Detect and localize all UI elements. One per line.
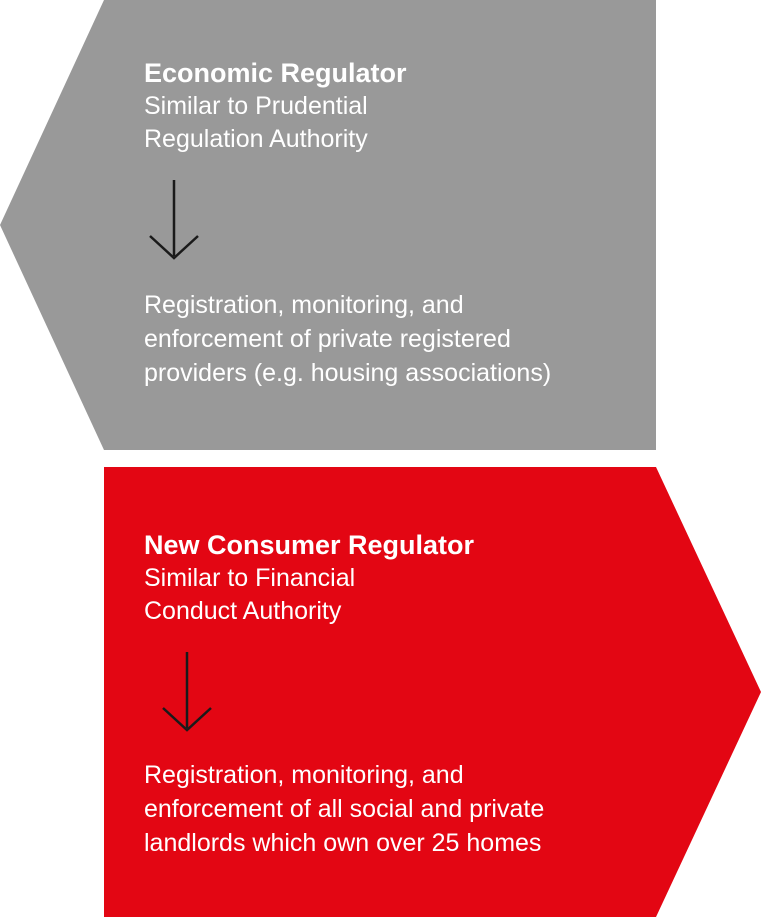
consumer-regulator-subtitle: Similar to Financial Conduct Authority (144, 564, 356, 625)
consumer-regulator-description: Registration, monitoring, and enforcemen… (144, 761, 545, 857)
consumer-down-arrow-icon (162, 652, 212, 732)
consumer-regulator-title: New Consumer Regulator (144, 530, 475, 560)
economic-regulator-header: Economic Regulator Similar to Prudential… (144, 56, 407, 156)
consumer-regulator-header: New Consumer Regulator Similar to Financ… (144, 528, 474, 628)
economic-regulator-subtitle: Similar to Prudential Regulation Authori… (144, 92, 368, 153)
economic-regulator-description: Registration, monitoring, and enforcemen… (144, 291, 552, 387)
economic-regulator-title: Economic Regulator (144, 58, 407, 88)
economic-down-arrow-icon (149, 180, 199, 260)
